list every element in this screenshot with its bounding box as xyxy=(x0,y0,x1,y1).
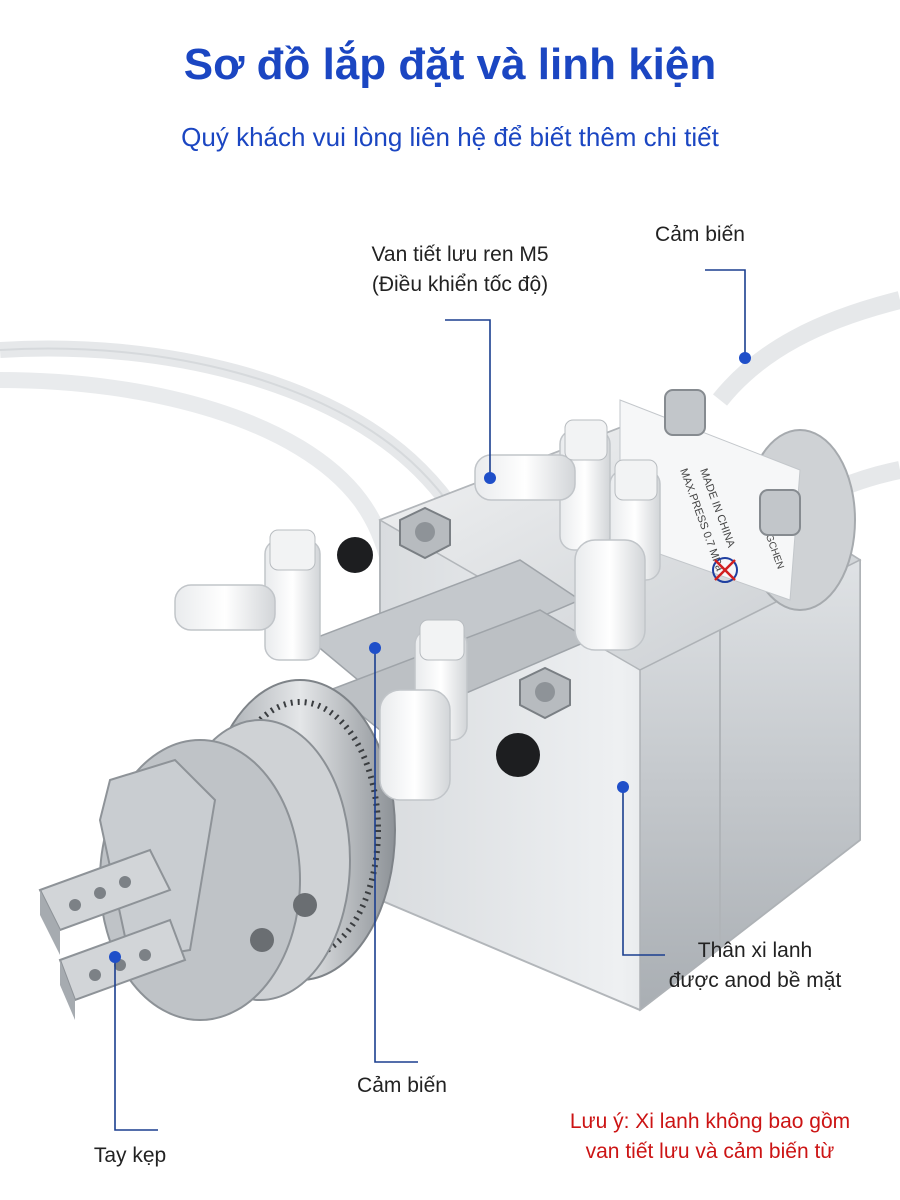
note-line1: Lưu ý: Xi lanh không bao gồm xyxy=(569,1110,851,1133)
callout-line-sensor-bottom xyxy=(374,650,418,1063)
air-port xyxy=(496,733,540,777)
sensor-connector xyxy=(759,489,801,536)
callout-dot-body xyxy=(617,781,629,793)
callout-line-sensor-top xyxy=(705,269,746,355)
callout-line-gripper xyxy=(114,960,158,1131)
hex-bolt xyxy=(399,506,451,560)
air-port xyxy=(337,537,373,573)
callout-dot-gripper xyxy=(109,951,121,963)
product-illustration: MADE IN CHINA MAX.PRESS 0.7 MPa XINGCHEN xyxy=(0,269,900,1131)
speed-control-valve xyxy=(174,529,321,661)
callout-sensor-bottom: Cảm biến xyxy=(357,1074,447,1097)
sensor-cable xyxy=(712,291,900,406)
callout-sensor-top: Cảm biến xyxy=(655,223,745,246)
page-title: Sơ đồ lắp đặt và linh kiện xyxy=(183,40,717,89)
sensor-connector xyxy=(664,389,706,436)
callout-body-line1: Thân xi lanh xyxy=(697,939,813,962)
note-line2: van tiết lưu và cảm biến từ xyxy=(585,1140,835,1163)
callout-cylinder-body: Thân xi lanh được anod bề mặt xyxy=(650,936,860,996)
hex-bolt xyxy=(519,666,571,720)
page-subtitle: Quý khách vui lòng liên hệ để biết thêm … xyxy=(181,122,719,152)
callout-gripper: Tay kẹp xyxy=(93,1144,167,1167)
callout-speed-valve-line2: (Điều khiển tốc độ) xyxy=(371,273,549,296)
callout-dot-sensor-bottom xyxy=(369,642,381,654)
brand-logo-icon xyxy=(712,557,738,583)
callout-speed-valve-line1: Van tiết lưu ren M5 xyxy=(371,243,549,266)
callout-dot-sensor-top xyxy=(739,352,751,364)
gripper-fingers xyxy=(38,758,217,1020)
disclaimer-note: Lưu ý: Xi lanh không bao gồm van tiết lư… xyxy=(525,1107,895,1167)
callout-body-line2: được anod bề mặt xyxy=(668,969,842,992)
callout-line-valve xyxy=(445,319,491,475)
speed-control-valve xyxy=(574,459,661,651)
callout-dot-valve xyxy=(484,472,496,484)
callout-line-body xyxy=(622,790,665,956)
speed-control-valve xyxy=(379,619,468,801)
callout-speed-valve: Van tiết lưu ren M5 (Điều khiển tốc độ) xyxy=(345,240,575,300)
product-label-plate: MADE IN CHINA MAX.PRESS 0.7 MPa XINGCHEN xyxy=(619,399,801,601)
